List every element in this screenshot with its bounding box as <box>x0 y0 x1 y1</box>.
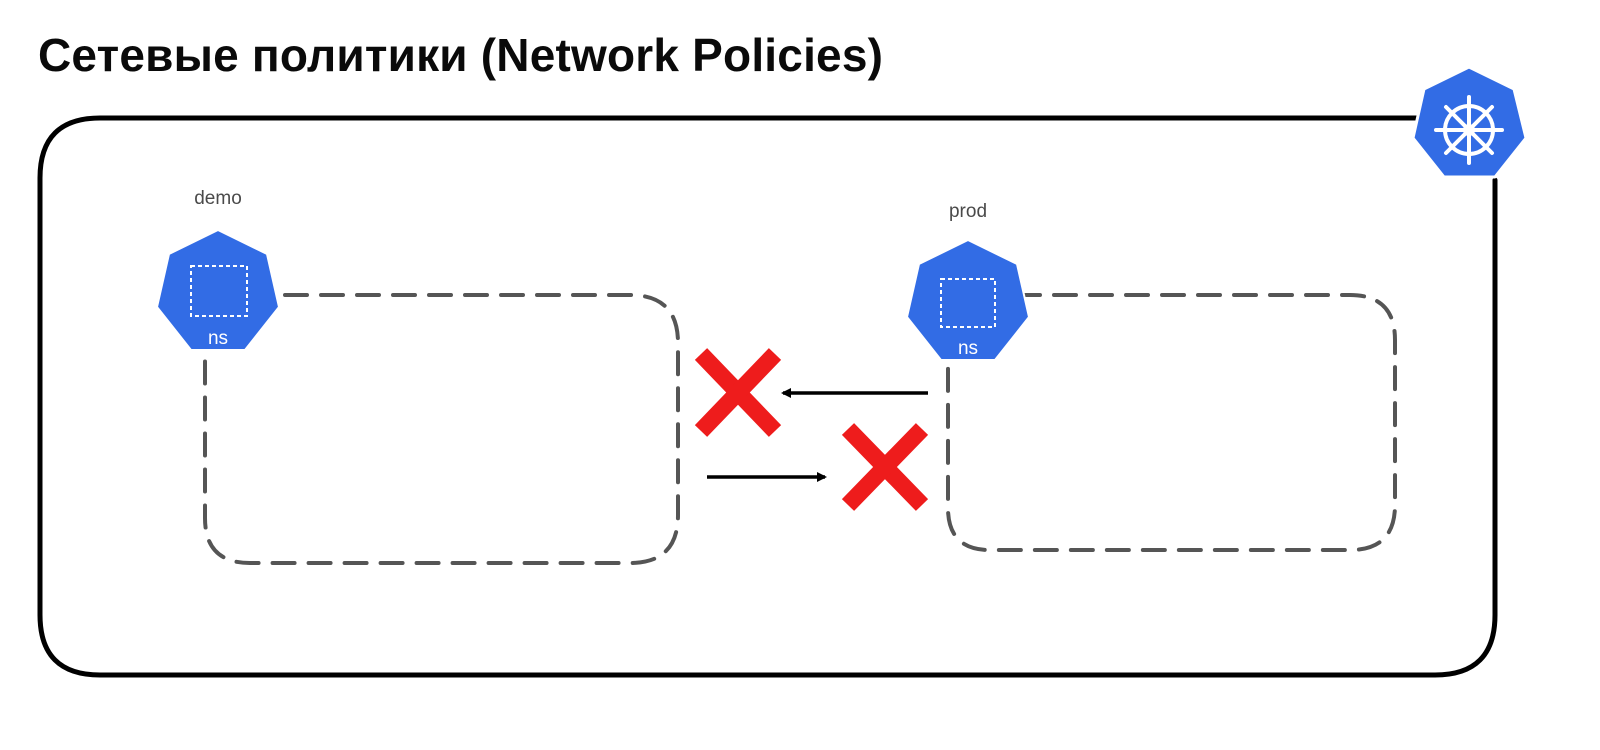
prod-namespace-boundary <box>946 293 1397 552</box>
demo-namespace-boundary <box>203 293 680 565</box>
namespace-heptagon-icon: ns <box>906 239 1030 361</box>
prod-ns-badge: ns <box>958 338 978 359</box>
namespace-prod: prod ns <box>906 201 1397 552</box>
red-x-deny-icon <box>841 423 929 511</box>
cluster-frame <box>37 115 1498 678</box>
red-x-deny-icon <box>694 348 782 437</box>
demo-ns-badge: ns <box>208 328 228 349</box>
kubernetes-helm-wheel-icon <box>1411 65 1528 179</box>
namespace-demo: demo ns <box>156 188 680 565</box>
connection-prod-to-demo <box>694 348 928 437</box>
prod-namespace-label: prod <box>949 201 987 222</box>
slide-title: Сетевые политики (Network Policies) <box>38 29 884 81</box>
namespace-heptagon-icon: ns <box>156 229 280 351</box>
demo-namespace-label: demo <box>194 188 242 209</box>
connection-demo-to-prod <box>707 423 929 511</box>
